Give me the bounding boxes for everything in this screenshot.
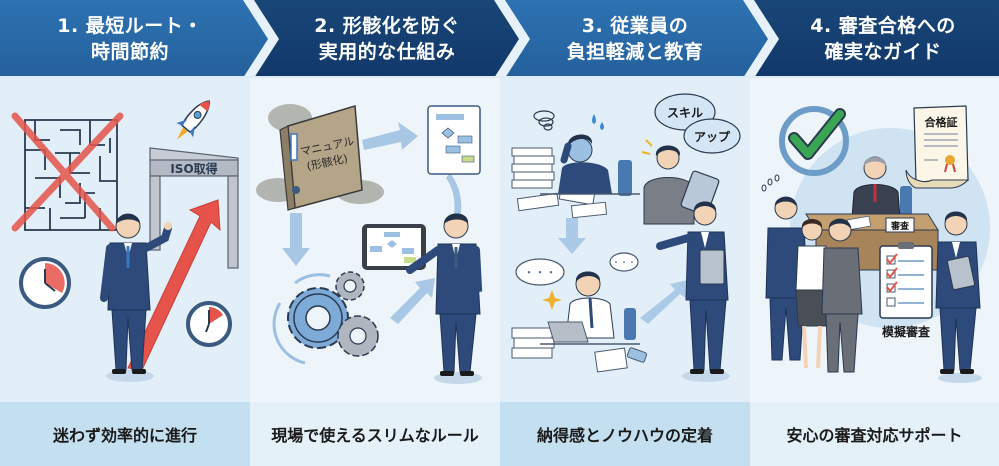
relieved-worker-laptop	[511, 271, 648, 373]
step-4-title-line1: 4. 審査合格への	[810, 15, 956, 37]
businessman-pointing	[100, 213, 172, 382]
step-2-title-line1: 2. 形骸化を防ぐ	[314, 15, 460, 37]
flowchart-document-icon	[427, 105, 481, 175]
step-2-title: 2. 形骸化を防ぐ 実用的な仕組み	[262, 0, 512, 78]
step-1-title-line1: 1. 最短ルート・	[57, 15, 203, 37]
step-3-title-line1: 3. 従業員の	[581, 15, 689, 37]
thought-bubble-icon: ・・・ ・・・	[515, 252, 639, 286]
rocket-icon	[176, 100, 210, 140]
chevron-step-1	[0, 0, 268, 78]
step-1-illustration: ISO取得	[0, 78, 250, 402]
cross-mark-icon	[11, 112, 124, 232]
gears-icon	[272, 271, 379, 365]
desk-sign-label: 審査	[890, 220, 910, 232]
chevron-step-3	[505, 0, 768, 78]
step-3-caption: 納得感とノウハウの定着	[500, 402, 750, 466]
chevron-step-2	[254, 0, 519, 78]
clock-icon	[19, 257, 71, 309]
stressed-worker	[540, 114, 640, 196]
skill-up-bubbles: スキル アップ	[654, 93, 741, 154]
checklist-label: 模擬審査	[882, 324, 931, 339]
step-3-caption-text: 納得感とノウハウの定着	[536, 426, 713, 445]
process-header: 1. 最短ルート・ 時間節約 2. 形骸化を防ぐ 実用的な仕組み 3. 従業員の…	[0, 0, 999, 78]
bubble-dots-text: ・・・	[524, 266, 557, 279]
iso-gate-icon: ISO取得	[149, 147, 239, 269]
step-4-title: 4. 審査合格への 確実なガイド	[758, 0, 999, 78]
businessman-presenting	[406, 213, 483, 384]
tablet-flowchart-icon	[362, 224, 426, 270]
step-1-caption-text: 迷わず効率的に進行	[52, 426, 197, 445]
sparkle-icon	[542, 290, 562, 310]
flow-arrow-icon	[282, 122, 462, 324]
step-1-title-line2: 時間節約	[90, 41, 169, 63]
step-3-title: 3. 従業員の 負担軽減と教育	[510, 0, 760, 78]
checkmark-circle-icon	[779, 106, 849, 176]
step-3-title-line2: 負担軽減と教育	[566, 41, 704, 63]
step-3-illustration: スキル アップ ・・・ ・・・	[500, 78, 750, 402]
certificate-scroll-icon: 合格証	[905, 105, 970, 189]
chevron-step-4	[754, 0, 999, 78]
bubble-skill-text: スキル	[667, 106, 703, 120]
step-4-title-line2: 確実なガイド	[824, 41, 942, 63]
chevron-bar	[0, 0, 999, 78]
bubble-dots-small-text: ・・・	[612, 258, 636, 267]
businessman-consultant	[935, 211, 982, 383]
upward-arrow-icon	[127, 199, 221, 371]
step-4-illustration: 合格証 審査	[750, 78, 999, 402]
step-2-caption-text: 現場で使えるスリムなルール	[271, 426, 479, 445]
bubble-up-text: アップ	[694, 129, 731, 144]
flow-arrow-icon	[558, 218, 688, 324]
gate-label: ISO取得	[170, 161, 217, 176]
businessman-explaining	[656, 201, 730, 382]
team-of-employees	[761, 174, 863, 373]
clock-icon	[186, 301, 232, 347]
checklist-board-icon: 模擬審査	[879, 242, 933, 339]
stress-swirl-icon	[533, 110, 555, 131]
step-2-illustration: マニュアル (形骸化)	[250, 78, 500, 402]
certificate-label: 合格証	[925, 115, 958, 129]
step-2-title-line2: 実用的な仕組み	[318, 41, 456, 63]
step-4-caption-text: 安心の審査対応サポート	[786, 426, 963, 445]
step-2-caption: 現場で使えるスリムなルール	[250, 402, 500, 466]
dusty-binder-icon: マニュアル (形骸化)	[279, 105, 363, 211]
step-4-caption: 安心の審査対応サポート	[750, 402, 999, 466]
step-1-caption: 迷わず効率的に進行	[0, 402, 250, 466]
step-1-title: 1. 最短ルート・ 時間節約	[5, 0, 255, 78]
